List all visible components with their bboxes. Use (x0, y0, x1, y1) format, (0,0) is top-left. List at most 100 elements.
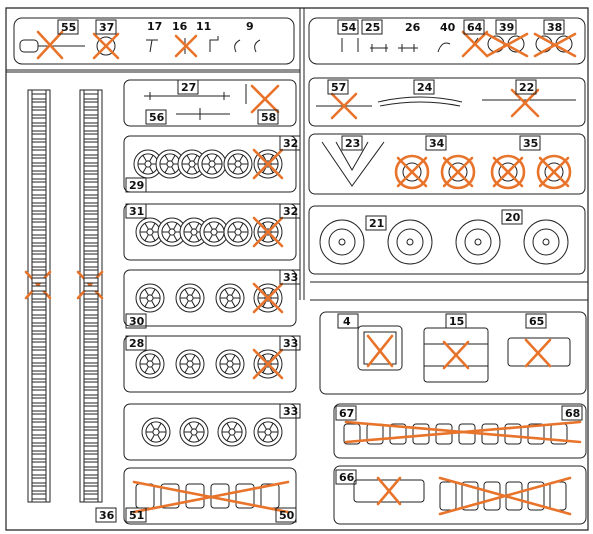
wheel-compartment (123, 403, 297, 461)
road-wheel (252, 216, 284, 248)
track-link (31, 197, 47, 204)
label-box-32a (279, 135, 301, 151)
road-wheel (177, 149, 207, 179)
track-link (83, 349, 99, 356)
track-link (31, 213, 47, 220)
part-label-4: 4 (343, 315, 351, 328)
part-label-16: 16 (172, 20, 188, 33)
track-link (31, 437, 47, 444)
label-box-25 (361, 19, 383, 35)
wheel-rows (123, 135, 297, 461)
frame-runner-v (299, 8, 305, 300)
part-55 (19, 30, 85, 60)
track-link (83, 141, 99, 148)
road-wheel (215, 349, 245, 379)
track-link (31, 469, 47, 476)
track-link (31, 317, 47, 324)
label-box-39 (495, 19, 517, 35)
track-link (83, 357, 99, 364)
compartment-23 (308, 133, 586, 195)
part-65 (507, 337, 571, 368)
label-box-28 (125, 335, 147, 351)
compartment-66 (333, 465, 587, 525)
label-box-33b (279, 335, 301, 351)
track-links (31, 93, 99, 500)
label-box-33c (279, 403, 301, 419)
label-box-24 (413, 79, 435, 95)
track-link (31, 277, 47, 284)
label-box-30 (125, 313, 147, 329)
compartment-top-right (308, 17, 586, 65)
sprocket (490, 154, 526, 190)
part-label-31: 31 (129, 205, 144, 218)
part-label-50: 50 (279, 509, 295, 522)
wheel-compartment (123, 269, 297, 327)
track-link (83, 373, 99, 380)
idler-wheel (455, 219, 501, 265)
label-box-29 (125, 177, 147, 193)
road-wheel (179, 417, 209, 447)
label-box-33a (279, 269, 301, 285)
part-27 (144, 92, 230, 100)
part-16 (174, 34, 198, 58)
label-box-21 (365, 215, 387, 231)
part-9 (234, 39, 261, 53)
part-label-24: 24 (417, 81, 433, 94)
road-wheel (135, 283, 165, 313)
part-label-64: 64 (467, 21, 483, 34)
idler-wheel (387, 219, 433, 265)
part-66 (353, 476, 425, 506)
track-link-66 (439, 481, 457, 511)
idler-wheels (319, 219, 569, 265)
part-label-33b: 33 (283, 337, 298, 350)
label-box-27 (177, 79, 199, 95)
label-box-22 (515, 79, 537, 95)
part-label-55: 55 (61, 21, 76, 34)
compartment-67 (333, 403, 587, 459)
part-label-65: 65 (529, 315, 544, 328)
track-link (83, 301, 99, 308)
part-label-23: 23 (345, 137, 360, 150)
track-link (31, 253, 47, 260)
road-wheel (175, 283, 205, 313)
cross-67b (344, 420, 582, 444)
cross-66b (438, 476, 572, 516)
label-box-58 (257, 109, 279, 125)
track-link (83, 221, 99, 228)
track-link (83, 485, 99, 492)
sprocket (440, 154, 476, 190)
track-link (31, 421, 47, 428)
track-link (83, 445, 99, 452)
label-box-68 (561, 405, 583, 421)
track-link (83, 461, 99, 468)
wheel-compartment (123, 203, 297, 261)
part-label-20: 20 (505, 211, 521, 224)
part-label-33c: 33 (283, 405, 298, 418)
label-box-23 (341, 135, 363, 151)
track-link (31, 133, 47, 140)
idler-wheel (523, 219, 569, 265)
part-24 (377, 96, 463, 107)
road-wheel (135, 349, 165, 379)
part-label-25: 25 (365, 21, 380, 34)
track-link (83, 325, 99, 332)
road-wheel (252, 282, 284, 314)
track-link (83, 149, 99, 156)
label-box-55 (57, 19, 79, 35)
part-label-33a: 33 (283, 271, 298, 284)
compartment-57 (308, 77, 586, 127)
track-link (83, 421, 99, 428)
part-label-36: 36 (99, 509, 115, 522)
track-link (83, 437, 99, 444)
track-link (31, 429, 47, 436)
part-4 (357, 325, 403, 371)
track-link (31, 493, 47, 500)
part-25 (370, 44, 388, 52)
label-box-36 (95, 507, 117, 523)
track-link (83, 293, 99, 300)
part-label-28: 28 (129, 337, 144, 350)
track-link (31, 285, 47, 292)
track-link (83, 181, 99, 188)
road-wheel (175, 349, 205, 379)
compartment-top-left (13, 17, 295, 65)
